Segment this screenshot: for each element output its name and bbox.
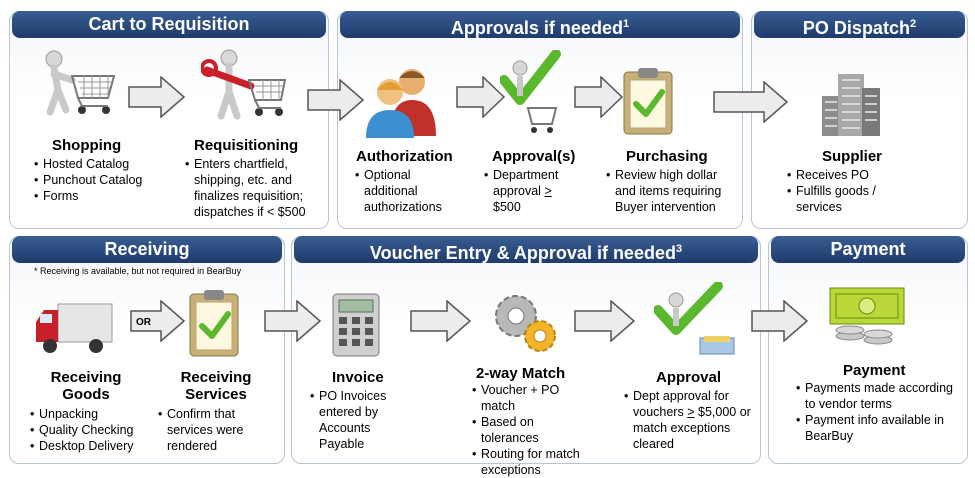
title-line: Goods: [62, 386, 110, 403]
step-title-requisitioning: Requisitioning: [194, 137, 299, 154]
list-item: Dept approval for vouchers > $5,000 or m…: [624, 388, 758, 452]
footnote-marker: 3: [675, 243, 683, 255]
panel-title: Payment: [830, 239, 906, 259]
panel-header-voucher: Voucher Entry & Approval if needed3: [294, 236, 758, 263]
list-item: Payments made according to vendor terms: [796, 380, 962, 412]
list-item: Receives PO: [787, 167, 897, 183]
requisitioning-bullets: Enters chartfield, shipping, etc. and fi…: [185, 156, 317, 220]
truck-icon: [36, 303, 113, 353]
step-title-authorization: Authorization: [356, 148, 453, 165]
approval-bullets: Dept approval for vouchers > $5,000 or m…: [624, 388, 758, 452]
clipboard-check-icon: [623, 68, 673, 135]
receiving-services-bullets: Confirm that services were rendered: [158, 406, 258, 454]
footnote-marker: 1: [622, 18, 630, 30]
step-title-shopping: Shopping: [52, 137, 122, 154]
match-bullets: Voucher + PO match Based on tolerances R…: [472, 382, 594, 478]
panel-title: Cart to Requisition: [88, 14, 250, 34]
title-line: Receiving: [50, 369, 122, 386]
clipboard-check-icon: [189, 290, 239, 357]
footnote-marker: 2: [909, 18, 917, 30]
title-line: Receiving: [180, 369, 252, 386]
calculator-icon: [332, 293, 380, 357]
step-title-approvals: Approval(s): [492, 148, 576, 165]
list-item: Based on tolerances: [472, 414, 594, 446]
text: >: [544, 184, 552, 198]
list-item: Desktop Delivery: [30, 438, 150, 454]
supplier-bullets: Receives PO Fulfills goods / services: [787, 167, 897, 215]
money-icon: [829, 287, 905, 345]
list-item: Unpacking: [30, 406, 150, 422]
gears-icon: [495, 295, 556, 352]
step-title-receiving-services: Receiving Services: [166, 369, 266, 403]
step-title-purchasing: Purchasing: [626, 148, 708, 165]
receiving-note: * Receiving is available, but not requir…: [34, 266, 242, 276]
step-title-approval: Approval: [656, 369, 722, 386]
step-title-supplier: Supplier: [822, 148, 883, 165]
panel-header-receiving: Receiving: [12, 236, 282, 263]
panel-header-payment: Payment: [771, 236, 965, 263]
step-title-payment: Payment: [843, 362, 906, 379]
list-item: Voucher + PO match: [472, 382, 594, 414]
arrow-icon: [128, 76, 186, 118]
panel-title: Receiving: [104, 239, 190, 259]
wrench-cart-icon: [201, 49, 287, 120]
list-item: Review high dollar and items requiring B…: [606, 167, 734, 215]
panel-title: PO Dispatch: [802, 18, 910, 38]
arrow-icon: [307, 79, 365, 121]
arrow-icon: [751, 300, 809, 342]
approvals-bullets: Department approval > $500: [484, 167, 572, 215]
list-item: Hosted Catalog: [34, 156, 154, 172]
step-title-invoice: Invoice: [332, 369, 384, 386]
approval-checkmark-icon: [500, 50, 561, 133]
list-item: Confirm that services were rendered: [158, 406, 258, 454]
arrow-icon: [713, 81, 789, 123]
panel-header-approvals: Approvals if needed1: [340, 11, 740, 38]
panel-title: Approvals if needed: [450, 18, 623, 38]
people-icon: [366, 69, 436, 138]
text: Dept approval for vouchers: [633, 389, 729, 419]
list-item: Punchout Catalog: [34, 172, 154, 188]
text: >: [687, 405, 695, 419]
list-item: Routing for match exceptions: [472, 446, 594, 478]
receiving-goods-bullets: Unpacking Quality Checking Desktop Deliv…: [30, 406, 150, 454]
title-line: Services: [185, 386, 247, 403]
payment-bullets: Payments made according to vendor terms …: [796, 380, 962, 444]
text: Department approval: [493, 168, 559, 198]
step-title-2-way-match: 2-way Match: [476, 365, 566, 382]
arrow-icon: [130, 300, 186, 342]
panel-header-po-dispatch: PO Dispatch2: [754, 11, 965, 38]
list-item: Fulfills goods / services: [787, 183, 897, 215]
list-item: Enters chartfield, shipping, etc. and fi…: [185, 156, 317, 220]
invoice-bullets: PO Invoices entered by Accounts Payable: [310, 388, 406, 452]
arrow-icon: [574, 76, 624, 118]
arrow-icon: [456, 76, 506, 118]
approval-checkmark-icon: [654, 282, 735, 355]
arrow-icon: [410, 300, 472, 342]
panel-header-cart-to-requisition: Cart to Requisition: [12, 11, 326, 38]
shopping-bullets: Hosted Catalog Punchout Catalog Forms: [34, 156, 154, 204]
text: $5,000 or match exceptions cleared: [633, 405, 751, 451]
building-icon: [822, 74, 880, 136]
list-item: Quality Checking: [30, 422, 150, 438]
step-title-receiving-goods: Receiving Goods: [36, 369, 136, 403]
authorization-bullets: Optional additional authorizations: [355, 167, 459, 215]
shopping-cart-person-icon: [45, 50, 116, 116]
arrow-icon: [574, 300, 636, 342]
list-item: PO Invoices entered by Accounts Payable: [310, 388, 406, 452]
list-item: Optional additional authorizations: [355, 167, 459, 215]
list-item: Payment info available in BearBuy: [796, 412, 962, 444]
panel-title: Voucher Entry & Approval if needed: [369, 243, 676, 263]
list-item: Department approval > $500: [484, 167, 572, 215]
or-label: OR: [136, 317, 151, 328]
list-item: Forms: [34, 188, 154, 204]
text: $500: [493, 200, 521, 214]
purchasing-bullets: Review high dollar and items requiring B…: [606, 167, 734, 215]
arrow-icon: [264, 300, 322, 342]
